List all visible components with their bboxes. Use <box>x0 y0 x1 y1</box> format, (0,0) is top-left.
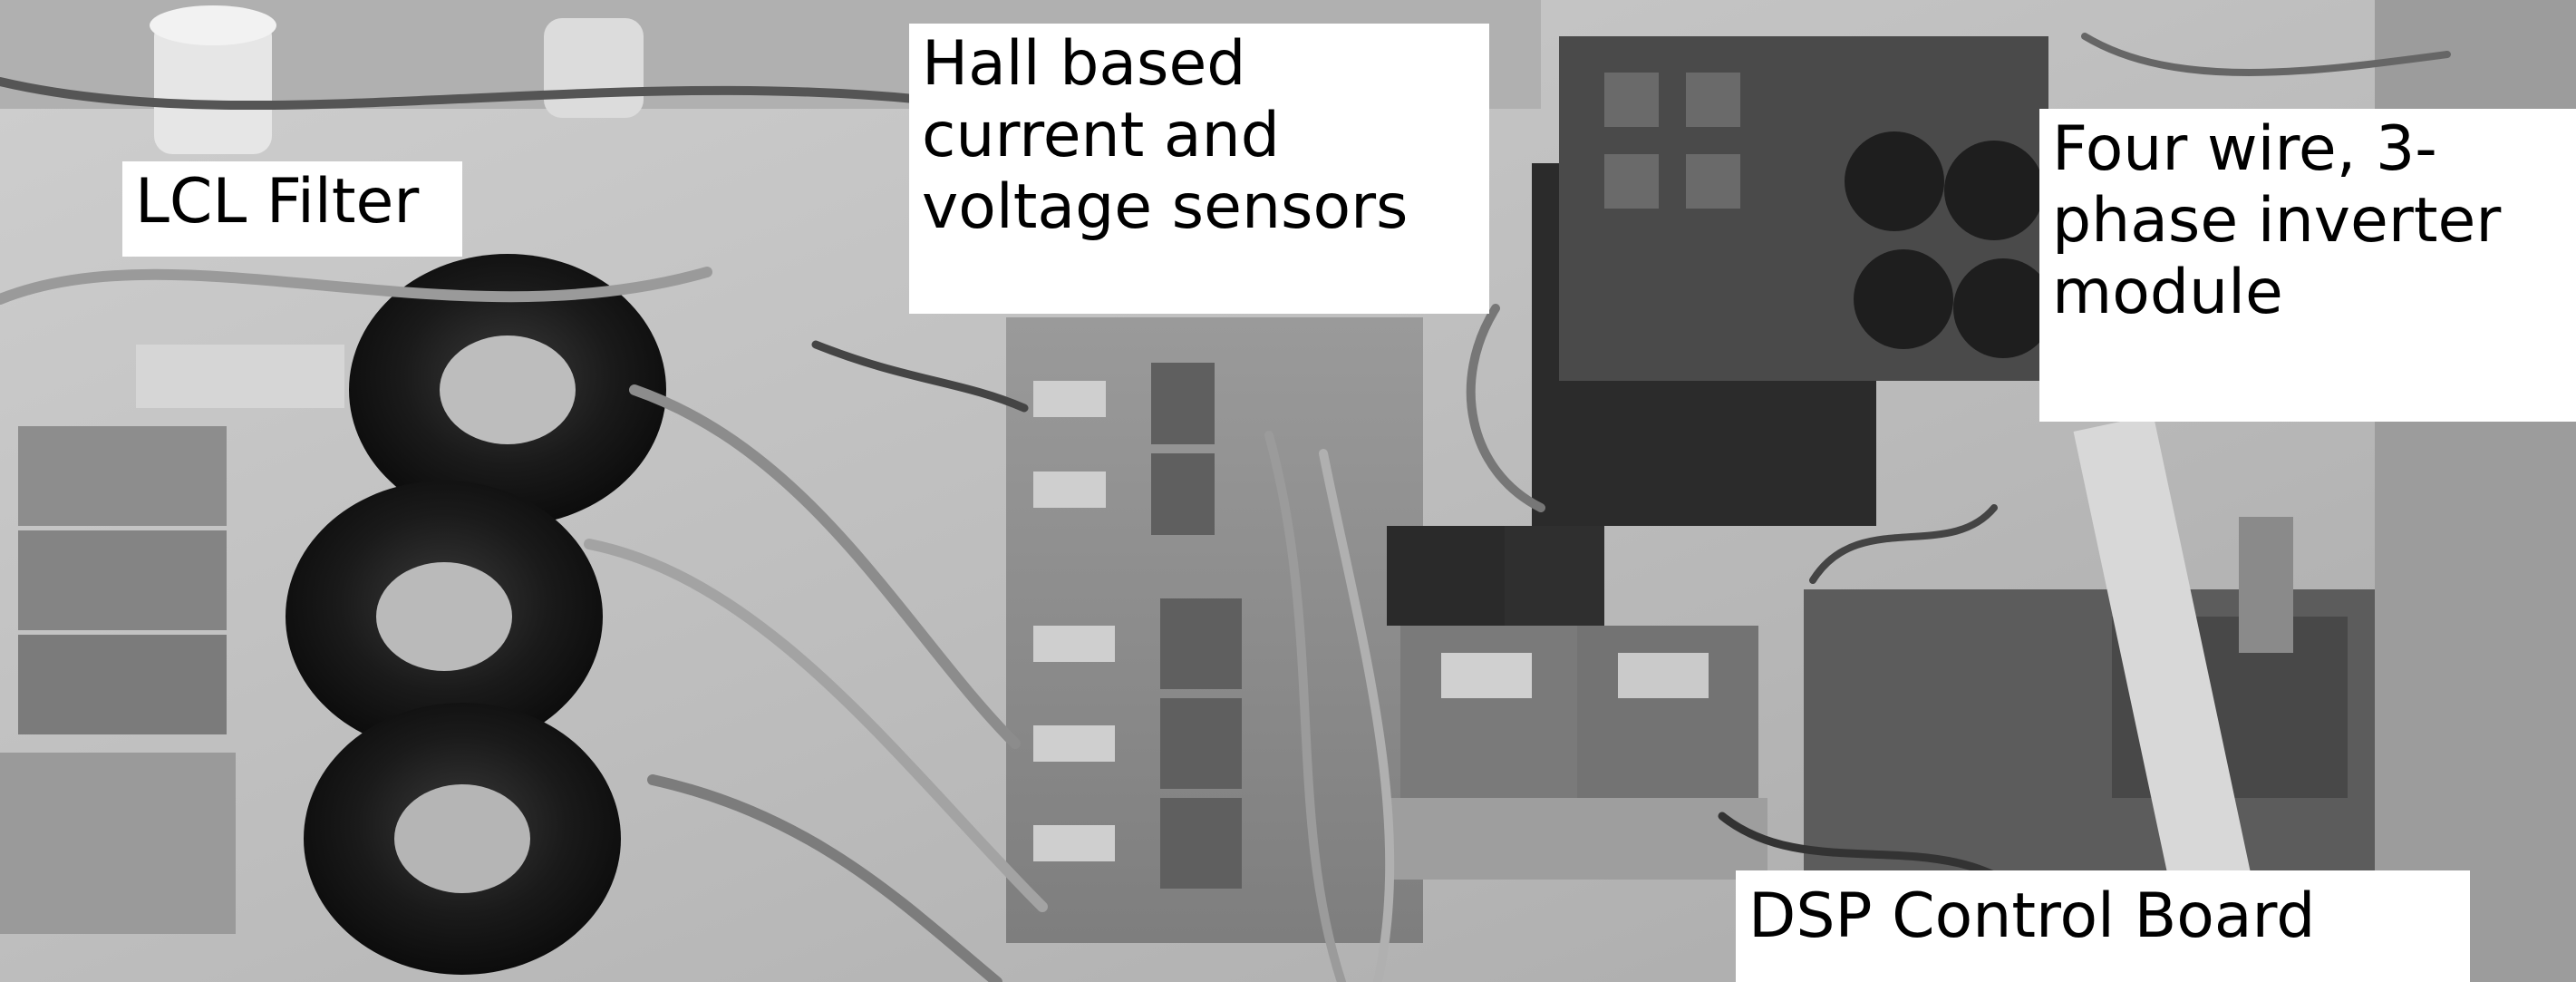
dsp-connector <box>2239 517 2293 653</box>
transformer-label <box>1618 653 1709 698</box>
white-cylinder-top <box>150 5 276 45</box>
dsp-control-board-label: DSP Control Board <box>1736 870 2470 982</box>
transformer-base <box>1387 798 1767 880</box>
ribbon-cable <box>2073 414 2269 973</box>
heatsink-fins <box>1387 526 1505 626</box>
sensor-terminals <box>1033 381 1115 861</box>
white-cylinder-2 <box>544 18 644 118</box>
toroid-hole <box>440 335 576 444</box>
transformer <box>1577 626 1758 798</box>
toroid-hole <box>394 784 530 893</box>
hall-sensors-label: Hall based current and voltage sensors <box>909 24 1489 314</box>
sensor-modules <box>1151 363 1242 889</box>
capacitor-block <box>18 530 227 630</box>
lcl-filter-label: LCL Filter <box>122 161 462 257</box>
capacitor-block <box>18 426 227 526</box>
cables <box>0 33 2451 982</box>
left-pcb <box>0 753 236 934</box>
white-cylinder <box>154 18 272 154</box>
inverter-capacitors <box>1845 131 2053 358</box>
capacitor-block <box>18 635 227 734</box>
toroid-hole <box>376 562 512 671</box>
inverter-relays <box>1604 73 1740 209</box>
terminal-strip <box>136 345 344 408</box>
inverter-module-label: Four wire, 3- phase inverter module <box>2039 109 2576 422</box>
heatsink-fins <box>1505 526 1604 626</box>
transformer-label <box>1441 653 1532 698</box>
transformer <box>1400 626 1582 798</box>
